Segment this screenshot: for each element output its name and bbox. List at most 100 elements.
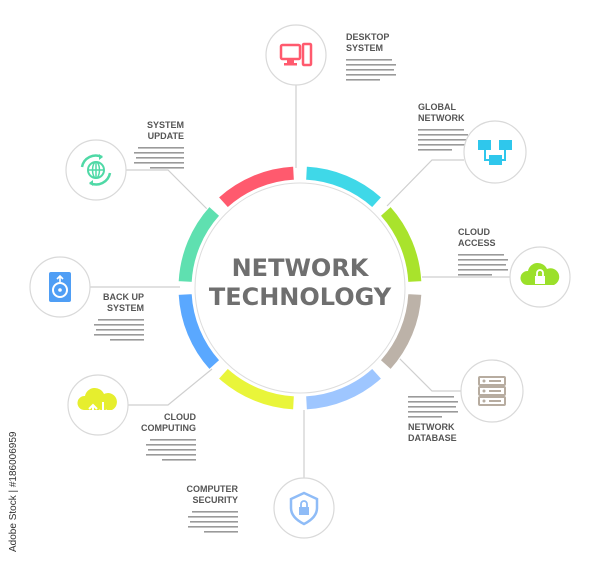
label-line2-desktop-system: SYSTEM [346, 43, 383, 53]
label-line1-global-network: GLOBAL [418, 102, 456, 112]
label-line1-network-database: NETWORK [408, 422, 455, 432]
label-line1-back-up-system: BACK UP [103, 292, 144, 302]
filler-line [346, 64, 396, 66]
ring-segment-2 [305, 165, 383, 209]
filler-line [418, 129, 464, 131]
server-rack-icon [478, 376, 506, 406]
filler-line [134, 152, 184, 154]
filler-line [458, 259, 508, 261]
filler-line [408, 416, 442, 418]
filler-line [94, 324, 144, 326]
filler-line [346, 79, 380, 81]
filler-line [188, 526, 238, 528]
backup-drive-icon [49, 272, 71, 302]
filler-line [148, 449, 196, 451]
label-line1-cloud-computing: CLOUD [164, 412, 196, 422]
filler-line [150, 167, 184, 169]
filler-line [346, 59, 392, 61]
filler-line [418, 149, 452, 151]
center-title-line1: NETWORK [232, 254, 370, 282]
label-line1-cloud-access: CLOUD [458, 227, 490, 237]
label-line2-back-up-system: SYSTEM [107, 303, 144, 313]
ring-segment-6 [217, 367, 295, 411]
filler-line [192, 511, 238, 513]
connector-lines [90, 84, 510, 478]
node-labels: DESKTOPSYSTEMGLOBALNETWORKCLOUDACCESSNET… [94, 32, 508, 533]
node-system-update [65, 139, 127, 201]
shield-lock-icon [289, 491, 319, 526]
node-cloud-computing [67, 374, 129, 436]
filler-line [96, 329, 144, 331]
center-title-line2: TECHNOLOGY [209, 283, 392, 311]
filler-line [408, 396, 454, 398]
connector-cloud-computing [128, 368, 213, 406]
filler-line [150, 439, 196, 441]
ring-segment-1 [217, 165, 295, 209]
filler-line [418, 134, 468, 136]
node-network-database [460, 359, 524, 423]
label-line2-system-update: UPDATE [148, 131, 184, 141]
ring-segments [177, 165, 423, 411]
ring-segment-8 [177, 205, 221, 283]
label-line2-cloud-computing: COMPUTING [141, 423, 196, 433]
filler-line [190, 521, 238, 523]
filler-line [346, 74, 396, 76]
filler-line [418, 144, 468, 146]
ring-segment-5 [305, 367, 383, 411]
node-global-network [463, 120, 527, 184]
filler-line [458, 254, 504, 256]
node-circles [29, 24, 571, 539]
label-line2-network-database: DATABASE [408, 433, 457, 443]
filler-line [458, 269, 508, 271]
filler-line [408, 401, 458, 403]
inner-ring-outline [194, 182, 406, 394]
filler-line [138, 147, 184, 149]
filler-line [146, 444, 196, 446]
filler-line [94, 334, 144, 336]
filler-line [458, 264, 506, 266]
filler-line [408, 406, 456, 408]
ring-segment-4 [379, 293, 423, 371]
label-line1-system-update: SYSTEM [147, 120, 184, 130]
label-line1-computer-security: COMPUTER [187, 484, 239, 494]
ring-segment-7 [177, 293, 221, 371]
label-line2-computer-security: SECURITY [192, 495, 238, 505]
connector-system-update [126, 169, 213, 215]
filler-line [110, 339, 144, 341]
cloud-transfer-icon [77, 387, 117, 417]
network-computers-icon [478, 140, 512, 165]
node-computer-security [273, 477, 335, 539]
desktop-computer-icon [279, 42, 313, 67]
filler-line [346, 69, 394, 71]
filler-line [408, 411, 458, 413]
node-circle-global-network [463, 120, 527, 184]
filler-line [136, 157, 184, 159]
center-title: NETWORK TECHNOLOGY [209, 254, 392, 311]
node-desktop-system [265, 24, 327, 86]
filler-line [188, 516, 238, 518]
cloud-lock-icon [520, 262, 560, 285]
label-line2-cloud-access: ACCESS [458, 238, 496, 248]
ring-segment-3 [379, 205, 423, 283]
filler-line [98, 319, 144, 321]
filler-line [458, 274, 492, 276]
label-line1-desktop-system: DESKTOP [346, 32, 389, 42]
filler-line [204, 531, 238, 533]
node-back-up-system [29, 256, 91, 318]
connector-global-network [386, 159, 464, 207]
node-circle-desktop-system [265, 24, 327, 86]
node-cloud-access [509, 246, 571, 308]
filler-line [134, 162, 184, 164]
connector-network-database [391, 350, 461, 392]
filler-line [418, 139, 466, 141]
label-line2-global-network: NETWORK [418, 113, 465, 123]
